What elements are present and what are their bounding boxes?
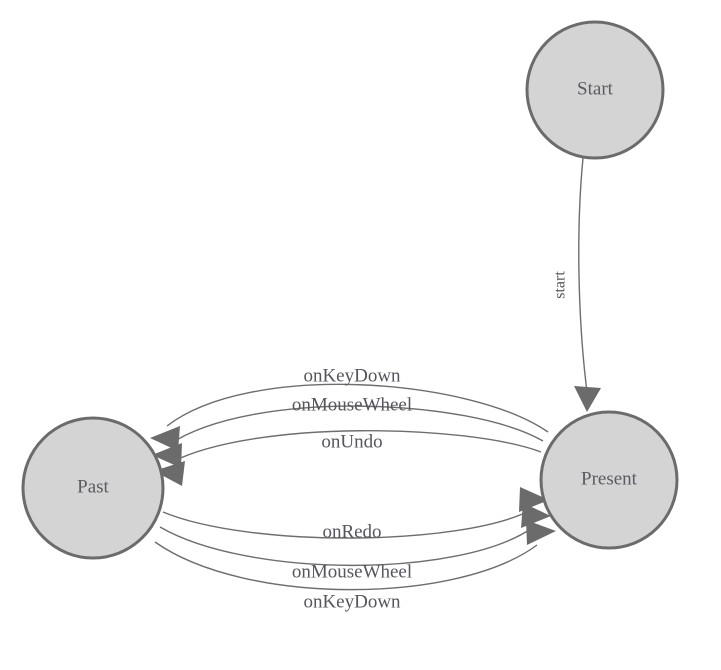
edge-label-past-present-onmousewheel: onMouseWheel bbox=[292, 561, 412, 582]
arrowhead-past-present-3 bbox=[526, 520, 556, 545]
arrowhead-present-past-3 bbox=[154, 461, 185, 486]
edge-past-to-present-onredo: onRedo bbox=[162, 487, 549, 542]
arrowhead-present-past-1 bbox=[150, 426, 180, 451]
node-present[interactable]: Present bbox=[539, 410, 679, 550]
edge-label-present-past-onundo: onUndo bbox=[321, 431, 382, 452]
arrowhead-present-past-2 bbox=[152, 443, 182, 468]
arrowhead-start-present bbox=[574, 386, 601, 412]
edge-past-to-present-onkeydown: onKeyDown bbox=[154, 520, 556, 612]
edge-label-past-present-onkeydown: onKeyDown bbox=[303, 591, 401, 612]
edge-label-start: start bbox=[552, 271, 569, 299]
node-past-circle[interactable] bbox=[21, 416, 165, 560]
edge-present-to-past-onkeydown: onKeyDown bbox=[150, 365, 549, 451]
edge-present-to-past-onmousewheel: onMouseWheel bbox=[152, 394, 544, 468]
edge-path-present-past-2 bbox=[169, 405, 544, 445]
edge-path-past-present-1 bbox=[162, 509, 532, 539]
node-present-label: Present bbox=[581, 468, 638, 489]
node-present-circle[interactable] bbox=[539, 410, 679, 550]
edge-label-present-past-onkeydown: onKeyDown bbox=[303, 365, 401, 386]
node-past[interactable]: Past bbox=[21, 416, 165, 560]
node-start-label: Start bbox=[577, 78, 614, 99]
node-past-label: Past bbox=[77, 476, 109, 497]
edge-label-present-past-onmousewheel: onMouseWheel bbox=[292, 394, 412, 415]
node-start-circle[interactable] bbox=[525, 20, 665, 160]
edge-path-past-present-3 bbox=[154, 541, 538, 591]
edge-path-present-past-1 bbox=[166, 383, 549, 433]
edge-past-to-present-onmousewheel: onMouseWheel bbox=[159, 503, 551, 582]
edge-start-to-present: start bbox=[552, 157, 601, 412]
edge-label-past-present-onredo: onRedo bbox=[322, 521, 381, 542]
node-start[interactable]: Start bbox=[525, 20, 665, 160]
edge-path-start-present bbox=[578, 157, 588, 393]
edge-path-present-past-3 bbox=[171, 430, 542, 463]
edge-path-past-present-2 bbox=[159, 526, 533, 567]
edge-present-to-past-onundo: onUndo bbox=[154, 430, 542, 486]
